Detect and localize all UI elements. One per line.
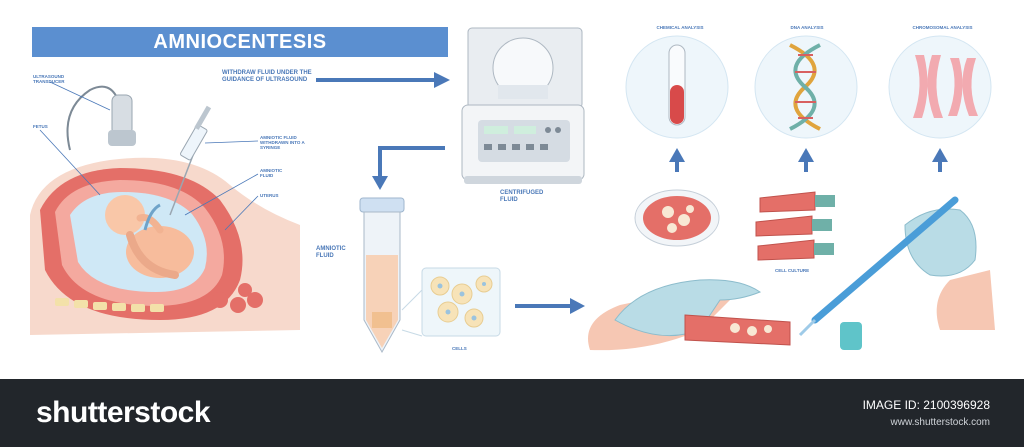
amniotic-fluid-tube <box>359 197 405 354</box>
syringe-icon <box>169 105 212 216</box>
label-centrifuged-fluid: CENTRIFUGED FLUID <box>500 190 544 203</box>
fetus-figure <box>105 195 194 279</box>
label-cell-culture: CELL CULTURE <box>775 268 810 273</box>
image-id: IMAGE ID: 2100396928 <box>862 398 990 412</box>
label-chromosomal-analysis: CHROMOSOMAL ANALYSIS <box>912 25 973 30</box>
label-dna-analysis: DNA ANALYSIS <box>790 25 824 30</box>
cells-box <box>401 267 501 337</box>
centrifuge-icon <box>461 27 585 184</box>
flow-arrows <box>316 72 948 314</box>
label-ultrasound-transducer: ULTRASOUND TRANSDUCER <box>33 74 65 84</box>
abdomen-illustration <box>30 157 300 335</box>
petri-dish <box>634 189 720 247</box>
page-title: AMNIOCENTESIS <box>153 31 327 53</box>
ultrasound-transducer-icon <box>66 85 136 151</box>
label-withdraw-fluid: WITHDRAW FLUID UNDER THE GUIDANCE OF ULT… <box>222 70 312 83</box>
chemical-analysis-circle <box>625 35 729 139</box>
label-chemical-analysis: CHEMICAL ANALYSIS <box>656 25 704 30</box>
label-amniotic-fluid-syringe: AMNIOTIC FLUID WITHDRAWN INTO A SYRINGE <box>260 135 305 150</box>
label-amniotic-fluid-small: AMNIOTIC FLUID <box>260 168 283 178</box>
dna-analysis-circle <box>754 35 858 139</box>
gloved-hand-flask <box>588 279 791 351</box>
diagram-canvas: AMNIOCENTESIS ULTRASOUND TRANSDUCER FETU… <box>30 25 995 354</box>
title-banner: AMNIOCENTESIS <box>32 27 448 57</box>
site-url: www.shutterstock.com <box>890 417 990 428</box>
brand-logo: shutterstock <box>36 396 211 429</box>
label-amniotic-fluid-tube: AMNIOTIC FLUID <box>316 246 346 259</box>
pipette-hand <box>798 196 995 350</box>
chromosomal-analysis-circle <box>888 35 992 139</box>
footer-bar <box>0 379 1024 447</box>
label-cells: CELLS <box>452 346 467 351</box>
label-fetus: FETUS <box>33 124 48 129</box>
illustration <box>30 27 995 354</box>
cell-culture-flasks <box>755 191 835 261</box>
label-uterus: UTERUS <box>260 193 279 198</box>
